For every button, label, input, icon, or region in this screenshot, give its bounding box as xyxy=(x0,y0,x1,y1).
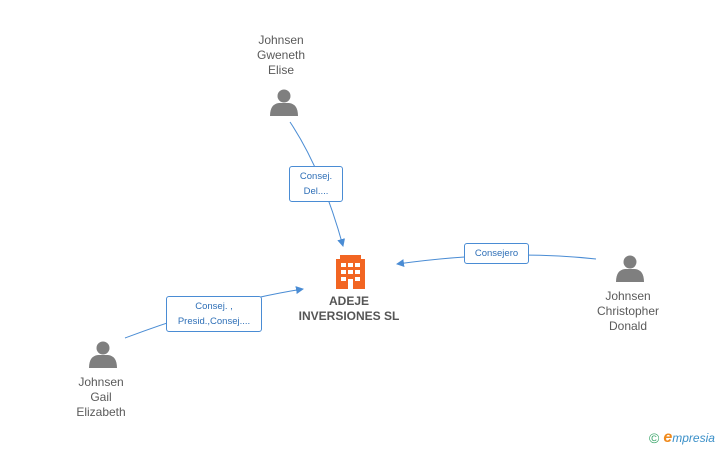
person-name-gweneth[interactable]: Johnsen Gweneth Elise xyxy=(226,33,336,78)
company-name[interactable]: ADEJE INVERSIONES SL xyxy=(279,294,419,324)
relation-label-gail[interactable]: Consej. , Presid.,Consej.... xyxy=(166,296,262,332)
relation-label-line: Del.... xyxy=(303,186,329,197)
company-name-line: ADEJE xyxy=(328,294,369,308)
person-name-line: Johnsen xyxy=(605,289,651,303)
person-name-line: Elise xyxy=(267,63,294,77)
relation-label-line: Consej. , xyxy=(195,301,233,312)
person-name-line: Gweneth xyxy=(256,48,306,62)
copyright-symbol: © xyxy=(649,430,660,446)
person-name-line: Donald xyxy=(608,319,648,333)
relation-label-line: Consejero xyxy=(474,248,519,259)
person-icon[interactable] xyxy=(89,341,117,369)
company-name-line: INVERSIONES SL xyxy=(298,309,400,323)
person-name-gail[interactable]: Johnsen Gail Elizabeth xyxy=(46,375,156,420)
person-name-line: Johnsen xyxy=(78,375,124,389)
person-icon[interactable] xyxy=(270,89,298,117)
relation-label-line: Presid.,Consej.... xyxy=(177,316,251,327)
person-name-christopher[interactable]: Johnsen Christopher Donald xyxy=(573,289,683,334)
building-icon[interactable] xyxy=(336,255,365,289)
person-icon[interactable] xyxy=(616,255,644,283)
relation-label-christopher[interactable]: Consejero xyxy=(464,243,529,264)
relation-label-gweneth[interactable]: Consej. Del.... xyxy=(289,166,343,202)
brand-e-mark: e xyxy=(663,429,673,446)
person-name-line: Gail xyxy=(90,390,112,404)
person-name-line: Christopher xyxy=(596,304,660,318)
person-name-line: Johnsen xyxy=(258,33,304,47)
person-name-line: Elizabeth xyxy=(76,405,126,419)
relation-label-line: Consej. xyxy=(299,171,333,182)
brand-wordmark: mpresia xyxy=(672,431,715,445)
empresia-logo[interactable]: © e mpresia xyxy=(649,428,715,448)
